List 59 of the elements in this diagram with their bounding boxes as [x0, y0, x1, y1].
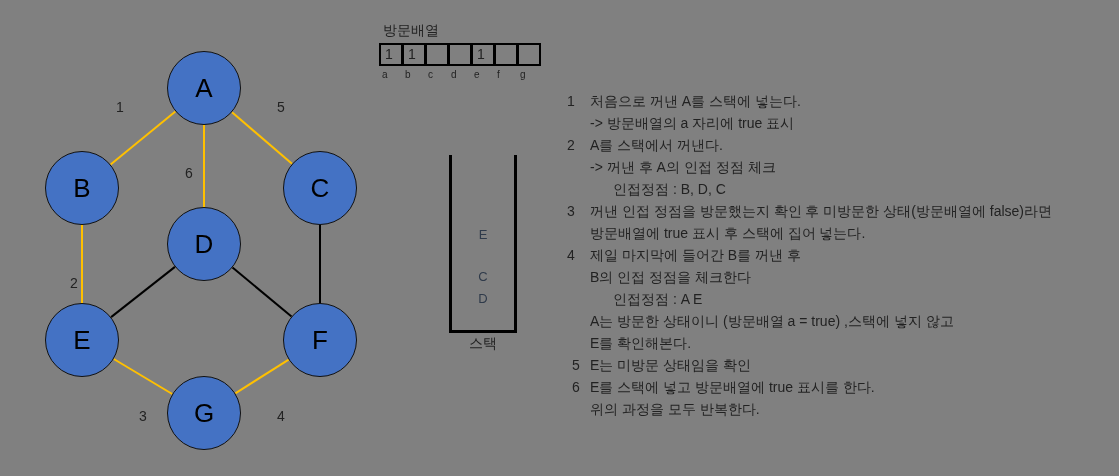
- array-value: 1: [385, 47, 393, 61]
- vertex-circle: C: [283, 151, 357, 225]
- graph-edge: [110, 265, 176, 319]
- step-text: E를 스택에 넣고 방문배열에 true 표시를 한다.: [590, 380, 875, 394]
- step-text: 3: [567, 204, 575, 218]
- graph-edge: [231, 266, 293, 318]
- graph-edge: [109, 110, 177, 166]
- edge-label: 1: [116, 100, 124, 114]
- edge-label: 5: [277, 100, 285, 114]
- step-text: E를 확인해본다.: [590, 336, 692, 350]
- step-text: 방문배열에 true 표시 후 스택에 집어 넣는다.: [590, 226, 866, 240]
- vertex-circle: A: [167, 51, 241, 125]
- graph-edge: [231, 111, 293, 165]
- step-text: 처음으로 꺼낸 A를 스택에 넣는다.: [590, 94, 801, 108]
- vertex-circle: B: [45, 151, 119, 225]
- step-text: 2: [567, 138, 575, 152]
- step-text: -> 방문배열의 a 자리에 true 표시: [590, 116, 795, 130]
- vertex-circle: G: [167, 376, 241, 450]
- stack-item: E: [477, 227, 489, 242]
- step-text: 1: [567, 94, 575, 108]
- stack-item: D: [477, 291, 489, 306]
- array-index: e: [474, 70, 480, 80]
- graph-edge: [234, 358, 290, 395]
- edge-label: 4: [277, 409, 285, 423]
- vertex-circle: F: [283, 303, 357, 377]
- array-value: 1: [477, 47, 485, 61]
- step-text: 꺼낸 인접 정점을 방문했는지 확인 후 미방문한 상태(방문배열에 false)라면: [590, 204, 1052, 218]
- graph-edge: [203, 124, 205, 208]
- step-text: -> 꺼낸 후 A의 인접 정점 체크: [590, 160, 776, 174]
- vertex-circle: D: [167, 207, 241, 281]
- step-text: E는 미방문 상태임을 확인: [590, 358, 751, 372]
- edge-label: 2: [70, 276, 78, 290]
- step-text: A는 방문한 상태이니 (방문배열 a = true) ,스택에 넣지 않고: [590, 314, 954, 328]
- stack-item: C: [477, 269, 489, 284]
- step-text: 6: [572, 380, 580, 394]
- edge-label: 6: [185, 166, 193, 180]
- array-index: f: [497, 70, 500, 80]
- edge-label: 3: [139, 409, 147, 423]
- graph-edge: [81, 224, 83, 304]
- array-index: b: [405, 70, 411, 80]
- array-index: a: [382, 70, 388, 80]
- vertex-circle: E: [45, 303, 119, 377]
- step-text: A를 스택에서 꺼낸다.: [590, 138, 723, 152]
- graph-edge: [319, 224, 321, 304]
- step-text: 5: [572, 358, 580, 372]
- stack-container: [449, 155, 517, 333]
- step-text: 제일 마지막에 들어간 B를 꺼낸 후: [590, 248, 801, 262]
- graph-edge: [112, 358, 174, 395]
- array-index: c: [428, 70, 433, 80]
- step-text: B의 인접 정점을 체크한다: [590, 270, 751, 284]
- array-value: 1: [408, 47, 416, 61]
- array-title: 방문배열: [383, 23, 439, 37]
- step-text: 인접정점 : A E: [613, 292, 703, 306]
- stack-caption: 스택: [469, 336, 497, 350]
- array-index: d: [451, 70, 457, 80]
- array-index: g: [520, 70, 526, 80]
- step-text: 4: [567, 248, 575, 262]
- step-text: 인접정점 : B, D, C: [613, 182, 726, 196]
- step-text: 위의 과정을 모두 반복한다.: [590, 402, 760, 416]
